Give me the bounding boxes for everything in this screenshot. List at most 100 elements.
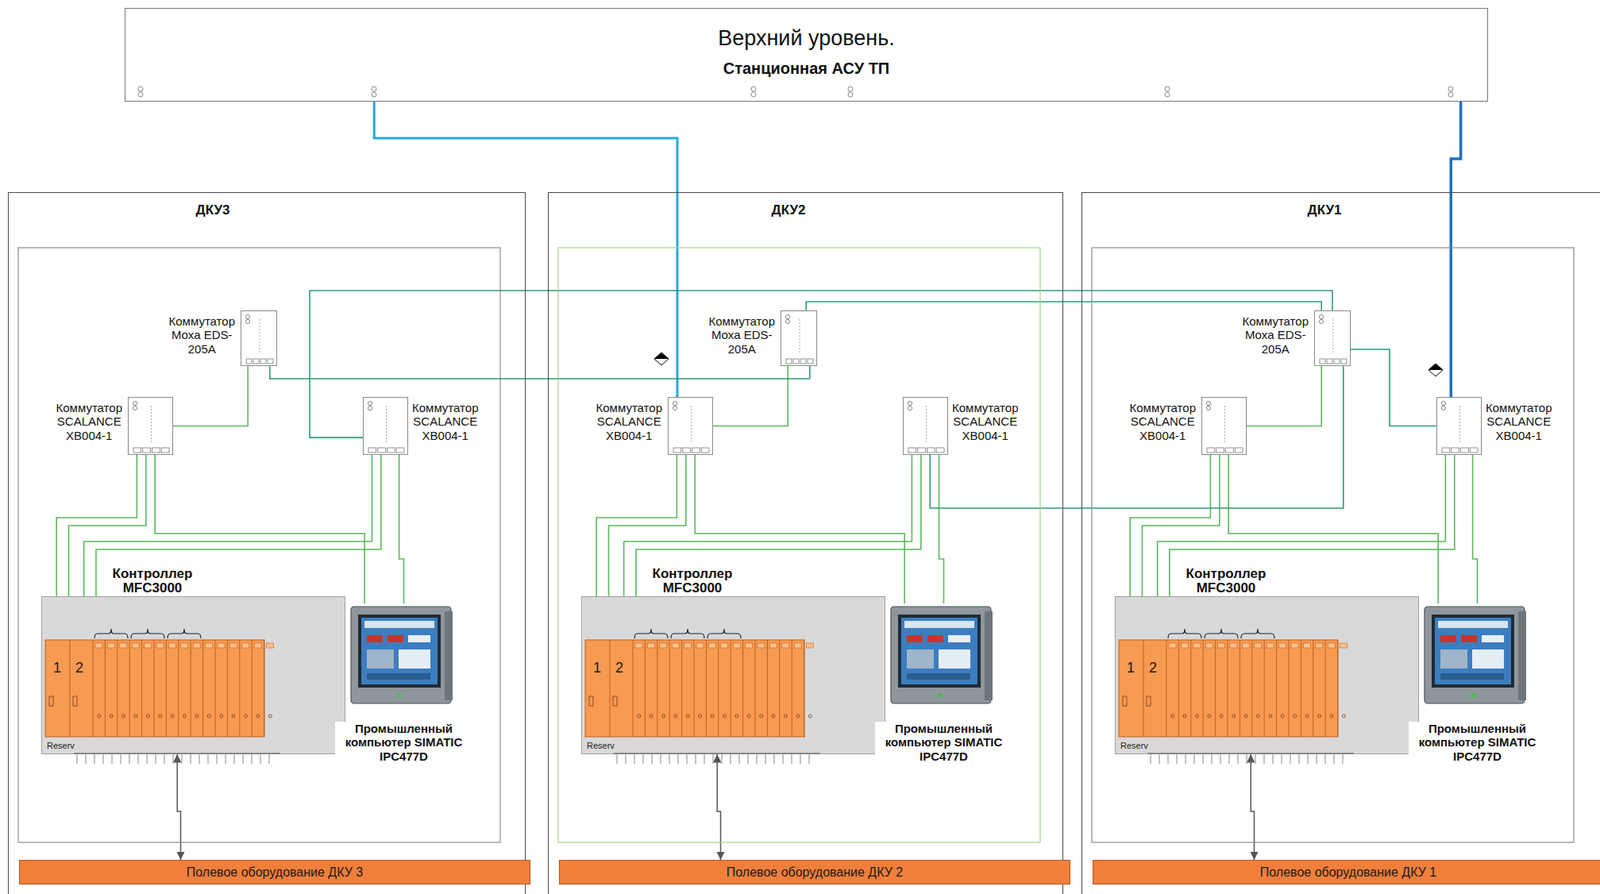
screen	[901, 617, 978, 685]
module-divider	[239, 640, 240, 737]
switch-device: Коммутатор SCALANCE XB004-1	[902, 397, 949, 455]
led-dot	[150, 405, 152, 408]
terminal-tick	[634, 753, 636, 764]
module-indicator	[1168, 643, 1176, 648]
module-connector	[195, 714, 199, 718]
switch-device: Коммутатор Moxa EDS-205A	[780, 310, 818, 367]
led-symbol	[1441, 405, 1446, 410]
module-connector	[1341, 714, 1346, 718]
module-indicator	[144, 643, 152, 648]
port-socket	[927, 447, 936, 453]
module-connector	[662, 714, 666, 718]
module-connector	[710, 714, 714, 718]
module-divider	[767, 640, 768, 737]
module-connector	[759, 714, 764, 718]
terminal-tick	[678, 753, 679, 764]
terminal-tick	[1185, 753, 1187, 764]
node-illustration	[347, 603, 460, 716]
switch-device: Коммутатор Moxa EDS-205A	[1314, 310, 1351, 367]
node-label: Контроллер MFC3000	[651, 566, 735, 596]
module-indicator	[1193, 643, 1201, 648]
marker-diamond-half	[654, 352, 669, 359]
led-dot	[925, 415, 927, 417]
module-indicator	[156, 643, 164, 648]
ethernet-cable	[269, 366, 810, 379]
module-indicator	[131, 643, 139, 648]
led-dot	[799, 341, 801, 344]
node-label: Полевое оборудование ДКУ 1	[1093, 864, 1600, 880]
node-label: Коммутатор Moxa EDS-205A	[167, 314, 237, 356]
module-connector	[122, 714, 126, 718]
module-divider	[227, 640, 228, 737]
node-label: Промышленный компьютер SIMATIC IPC477D	[1408, 721, 1547, 764]
node-label: Коммутатор SCALANCE XB004-1	[1128, 400, 1198, 443]
led-dot	[1333, 335, 1334, 337]
led-dot	[150, 437, 152, 440]
module-indicator	[95, 643, 103, 648]
terminal-tick	[704, 753, 706, 764]
terminal-tick	[208, 753, 209, 764]
module-connector	[698, 714, 702, 718]
node-label: Промышленный компьютер SIMATIC IPC477D	[875, 721, 1014, 764]
terminal-tick	[1150, 753, 1152, 764]
led-dot	[1459, 427, 1461, 430]
terminal-tick	[146, 753, 148, 764]
led-dot	[1459, 408, 1461, 411]
marker-diamond	[654, 352, 669, 366]
terminal-tick	[85, 753, 87, 764]
screen-element	[366, 673, 431, 680]
port-socket	[246, 358, 252, 364]
module-indicator	[1291, 643, 1299, 648]
led-dot	[1459, 437, 1461, 440]
port-socket	[377, 447, 386, 453]
field-equipment-band: Полевое оборудование ДКУ 3	[19, 859, 531, 885]
port-socket	[1341, 358, 1347, 364]
led-dot	[1224, 405, 1226, 408]
led-symbol	[1318, 314, 1323, 319]
module-divider	[644, 640, 646, 737]
terminal-tick	[800, 753, 802, 764]
port-symbol	[751, 92, 756, 97]
module-connector	[1207, 714, 1211, 718]
screen	[1434, 617, 1512, 685]
module-indicator	[254, 643, 262, 648]
controller-panel: Контроллер MFC300012Reserv	[41, 596, 346, 755]
terminal-tick	[173, 753, 174, 764]
led-symbol	[245, 319, 250, 324]
module-indicator	[1303, 643, 1311, 648]
terminal-tick	[155, 753, 157, 764]
port-socket	[1451, 447, 1460, 453]
module-indicator	[647, 643, 655, 648]
module-indicator	[1327, 643, 1335, 648]
led-dot	[385, 424, 387, 427]
module-indicator	[1241, 643, 1250, 648]
module-divider	[778, 640, 780, 737]
module-divider	[190, 640, 192, 737]
led-symbol	[1441, 400, 1446, 405]
module-indicator	[659, 643, 667, 648]
node-illustration	[668, 397, 714, 456]
module-divider	[104, 640, 106, 737]
module-connector	[207, 714, 211, 718]
ethernet-cable	[624, 454, 913, 597]
port-marker	[1428, 363, 1443, 377]
ethernet-cable	[84, 454, 373, 597]
led-dot	[150, 424, 152, 427]
terminal-tick	[1316, 753, 1318, 764]
port-socket	[807, 358, 814, 364]
led-dot	[150, 440, 152, 443]
terminal-tick	[111, 753, 113, 764]
module-indicator	[1218, 643, 1226, 648]
group-brace	[1204, 628, 1238, 639]
module-connector	[723, 714, 727, 718]
port-socket	[1206, 447, 1215, 453]
module-indicator	[168, 643, 176, 648]
ethernet-cable	[939, 454, 945, 604]
computer-monitor: Промышленный компьютер SIMATIC IPC477D	[347, 603, 460, 716]
node-illustration	[582, 597, 887, 756]
terminal-tick	[1333, 753, 1335, 764]
port-socket	[936, 447, 945, 453]
led-dot	[925, 418, 927, 421]
cpu-port	[73, 696, 78, 706]
module-divider	[1239, 640, 1241, 737]
